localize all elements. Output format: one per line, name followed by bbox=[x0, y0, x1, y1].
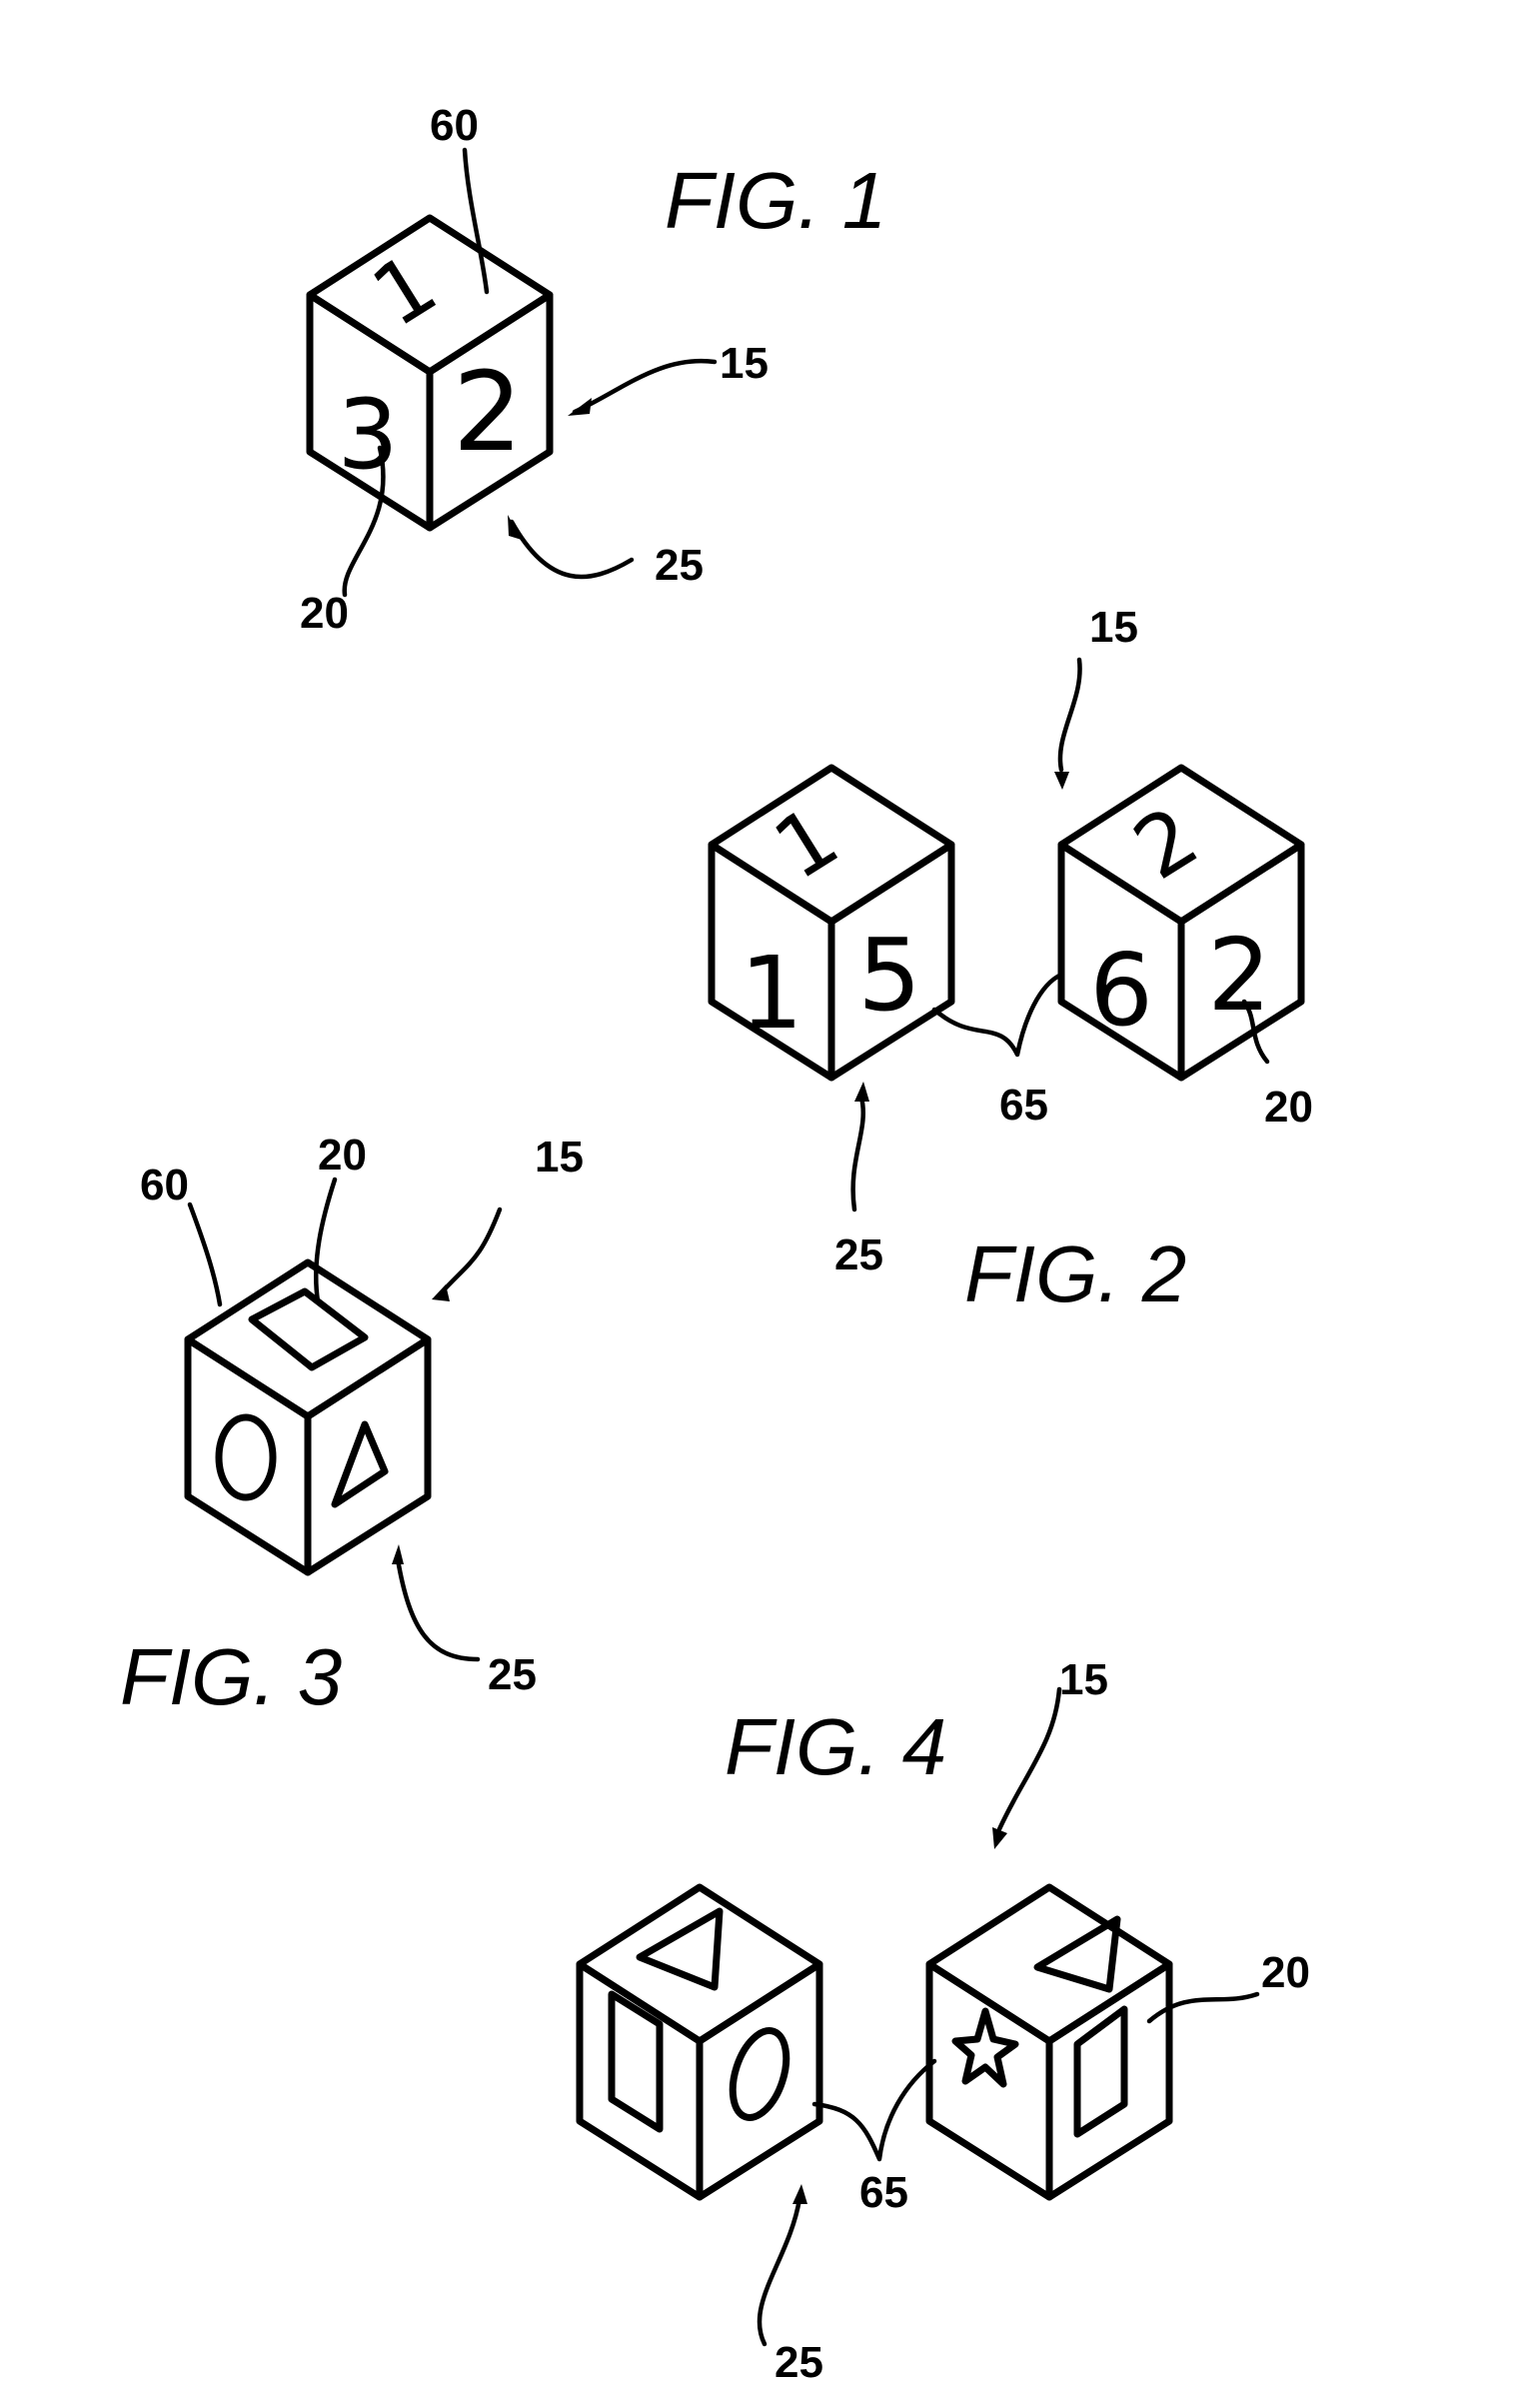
fig4-cube-b bbox=[929, 1887, 1169, 2197]
fig3-leader-20 bbox=[316, 1180, 335, 1301]
fig1-ref-60: 60 bbox=[430, 101, 479, 150]
fig2-arrow-15 bbox=[1054, 772, 1069, 790]
fig4-cube-b-star-shape bbox=[955, 2011, 1015, 2084]
fig4-cube-b-top-face bbox=[929, 1887, 1169, 2041]
fig2-arrow-25 bbox=[854, 1082, 869, 1102]
fig2-ref-20: 20 bbox=[1264, 1083, 1313, 1132]
fig1-ref-15: 15 bbox=[720, 339, 769, 388]
fig3-ref-15: 15 bbox=[535, 1133, 584, 1182]
fig2-ref-15: 15 bbox=[1089, 603, 1138, 652]
fig4-arrow-15 bbox=[992, 1827, 1007, 1849]
fig2-cube-a-left-numeral: 1 bbox=[740, 935, 803, 1052]
fig4-cube-b-right-face bbox=[1049, 1964, 1169, 2197]
fig2-leader-25 bbox=[853, 1098, 863, 1209]
fig4-cube-a bbox=[580, 1887, 819, 2197]
fig4-cube-a-right-face bbox=[700, 1964, 819, 2197]
fig2-leader-15 bbox=[1060, 660, 1080, 770]
fig1-top-numeral: 1 bbox=[356, 235, 453, 346]
fig1-ref-20: 20 bbox=[300, 589, 349, 638]
fig4-cube-a-oval-shape bbox=[723, 2024, 795, 2124]
fig3-leader-15 bbox=[440, 1209, 500, 1294]
figure-4: FIG. 4 15 20 65 25 bbox=[580, 1655, 1310, 2387]
fig3-left-face bbox=[188, 1339, 308, 1572]
fig3-circle-shape bbox=[219, 1417, 273, 1497]
figure-1: FIG. 1 1 3 2 60 15 20 25 bbox=[300, 101, 886, 638]
figure-4-title: FIG. 4 bbox=[725, 1702, 946, 1791]
fig4-cube-b-triangle-shape bbox=[1037, 1919, 1117, 1989]
fig2-ref-65: 65 bbox=[999, 1081, 1048, 1130]
fig2-cube-b-top-numeral: 2 bbox=[1117, 788, 1214, 899]
figure-2-title: FIG. 2 bbox=[964, 1229, 1186, 1318]
fig4-leader-25 bbox=[760, 2199, 799, 2344]
fig3-rectangle-shape bbox=[252, 1291, 365, 1367]
fig1-leader-60 bbox=[465, 150, 487, 292]
fig1-right-numeral: 2 bbox=[453, 348, 523, 476]
fig4-cube-a-left-face bbox=[580, 1964, 700, 2197]
fig1-left-numeral: 3 bbox=[337, 379, 398, 491]
fig3-ref-25: 25 bbox=[488, 1650, 537, 1699]
fig2-cube-a: 1 1 5 bbox=[712, 768, 951, 1078]
fig2-ref-25: 25 bbox=[834, 1230, 883, 1279]
fig2-cube-b-right-numeral: 2 bbox=[1207, 917, 1271, 1034]
fig1-cube: 1 3 2 bbox=[310, 218, 550, 528]
fig3-arrow-25 bbox=[392, 1544, 404, 1564]
fig4-cube-a-triangle-shape bbox=[640, 1911, 720, 1987]
fig3-leader-60 bbox=[190, 1204, 220, 1304]
fig1-leader-15 bbox=[575, 361, 715, 412]
fig4-ref-20: 20 bbox=[1261, 1948, 1310, 1997]
figure-3: FIG. 3 60 20 15 25 bbox=[120, 1131, 584, 1721]
fig3-ref-20: 20 bbox=[318, 1131, 367, 1180]
fig4-cube-a-top-face bbox=[580, 1887, 819, 2041]
fig4-ref-65: 65 bbox=[859, 2168, 908, 2217]
fig3-ref-60: 60 bbox=[140, 1161, 189, 1209]
fig4-arrow-25 bbox=[792, 2184, 807, 2204]
fig1-leader-25 bbox=[512, 522, 632, 577]
figure-2: FIG. 2 1 1 5 2 6 2 15 65 20 25 bbox=[712, 603, 1313, 1318]
fig3-triangle-shape bbox=[335, 1424, 385, 1504]
fig1-arrow-15 bbox=[568, 398, 592, 416]
figure-1-title: FIG. 1 bbox=[665, 156, 886, 245]
figure-3-title: FIG. 3 bbox=[120, 1632, 342, 1721]
fig4-leader-15 bbox=[999, 1689, 1059, 1829]
fig2-cube-b: 2 6 2 bbox=[1061, 768, 1301, 1078]
fig1-ref-25: 25 bbox=[655, 541, 704, 590]
fig2-cube-a-right-numeral: 5 bbox=[857, 917, 921, 1034]
fig3-cube bbox=[188, 1262, 428, 1572]
fig4-cube-b-square-shape bbox=[1077, 2009, 1124, 2134]
fig4-ref-15: 15 bbox=[1059, 1655, 1108, 1704]
fig2-cube-b-left-numeral: 6 bbox=[1089, 932, 1153, 1049]
fig4-cube-b-left-face bbox=[929, 1964, 1049, 2197]
fig4-leader-65 bbox=[814, 2061, 934, 2159]
fig3-right-face bbox=[308, 1339, 428, 1572]
fig3-leader-25 bbox=[398, 1559, 478, 1659]
fig3-top-face bbox=[188, 1262, 428, 1416]
fig4-ref-25: 25 bbox=[774, 2338, 823, 2387]
fig4-leader-20 bbox=[1149, 1994, 1257, 2021]
